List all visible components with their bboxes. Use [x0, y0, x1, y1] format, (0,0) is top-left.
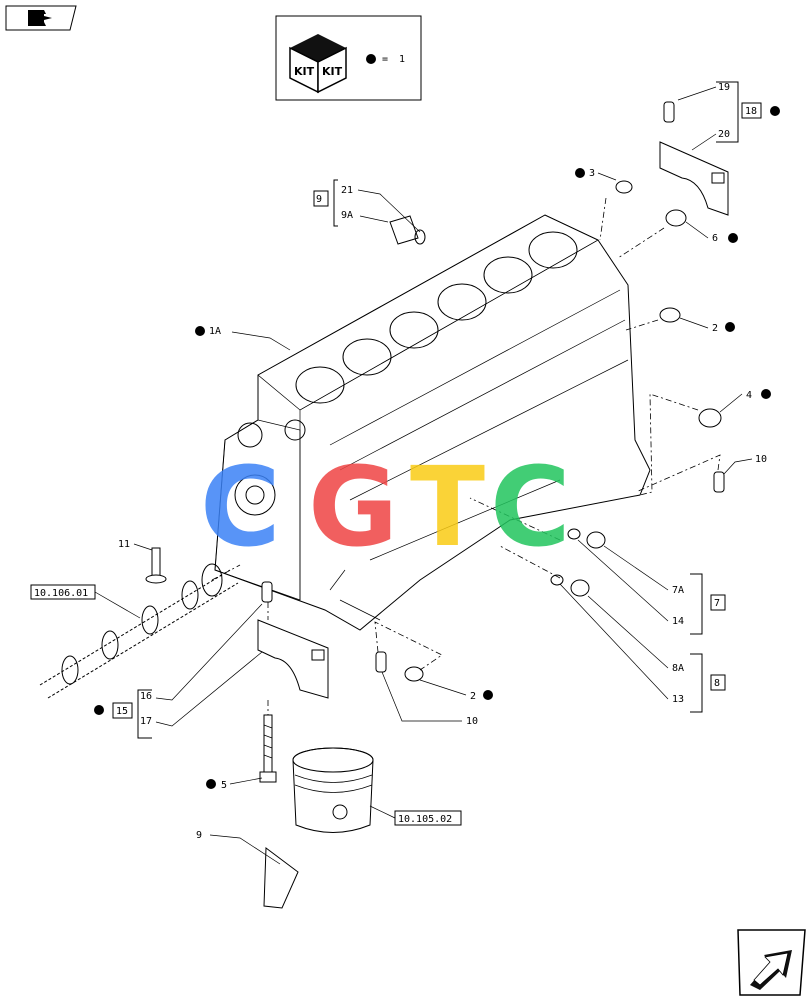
callout-15-group[interactable]: 15 16 17 [94, 603, 263, 739]
svg-text:10: 10 [466, 716, 478, 727]
callout-9-group[interactable]: 9 21 9A [313, 179, 421, 233]
assembly-lines [211, 197, 721, 715]
kit-number: 1 [399, 54, 405, 65]
watermark-letter: T [410, 443, 485, 571]
svg-text:3: 3 [589, 168, 595, 179]
kit-label-left: KIT [294, 65, 315, 78]
callout-11[interactable]: 11 [118, 539, 153, 551]
next-page-arrow-icon [750, 950, 792, 990]
callout-10-upper[interactable]: 10 [723, 454, 767, 475]
kit-bullet [366, 54, 376, 64]
svg-text:9: 9 [196, 830, 202, 841]
engine-block [214, 214, 651, 631]
ref-10-105-02[interactable]: 10.105.02 [369, 805, 462, 826]
callout-7A: 7A [672, 585, 684, 596]
callout-16: 16 [140, 691, 152, 702]
callout-2-lower[interactable]: 2 [419, 679, 493, 702]
callout-21: 21 [341, 185, 353, 196]
book-arrow-icon [28, 10, 56, 26]
callout-10-lower[interactable]: 10 [381, 671, 478, 727]
ref-10-106-01[interactable]: 10.106.01 [30, 584, 141, 619]
svg-text:10.105.02: 10.105.02 [398, 814, 452, 825]
callout-1A[interactable]: 1A [195, 326, 291, 351]
callout-20: 20 [718, 129, 730, 140]
callout-5[interactable]: 5 [206, 777, 263, 791]
callout-15: 15 [116, 706, 128, 717]
callout-6[interactable]: 6 [685, 221, 738, 244]
watermark-letter: G [308, 443, 398, 571]
kit-equals: = [382, 54, 388, 65]
watermark-letter: C [200, 443, 281, 571]
callout-9A: 9A [341, 210, 353, 221]
svg-text:5: 5 [221, 780, 227, 791]
callout-9-lower[interactable]: 9 [196, 830, 281, 865]
svg-text:10.106.01: 10.106.01 [34, 588, 88, 599]
svg-text:11: 11 [118, 539, 130, 550]
main-bearing-cap-upper [659, 141, 729, 216]
svg-text:2: 2 [712, 323, 718, 334]
watermark: C G T C [200, 443, 571, 571]
kit-icon: KIT KIT [289, 34, 347, 94]
callout-18-group[interactable]: 19 20 18 [677, 81, 780, 151]
cylinder-bores [295, 231, 578, 404]
callout-7: 7 [714, 598, 720, 609]
svg-text:1A: 1A [209, 326, 221, 337]
callout-17: 17 [140, 716, 152, 727]
callout-8-group[interactable]: 8A 13 8 [559, 583, 726, 713]
svg-text:2: 2 [470, 691, 476, 702]
callout-8: 8 [714, 678, 720, 689]
callout-18: 18 [745, 106, 757, 117]
callout-19: 19 [718, 82, 730, 93]
svg-text:4: 4 [746, 390, 752, 401]
kit-legend: KIT KIT = 1 [275, 15, 422, 101]
svg-text:10: 10 [755, 454, 767, 465]
bolt [259, 714, 277, 783]
piston [292, 747, 374, 833]
callout-14: 14 [672, 616, 684, 627]
callout-3[interactable]: 3 [575, 168, 617, 181]
watermark-letter: C [490, 443, 571, 571]
callout-4[interactable]: 4 [719, 389, 771, 413]
main-bearing-cap-lower [257, 619, 329, 699]
callout-9: 9 [316, 194, 322, 205]
camshaft [39, 563, 239, 699]
kit-label-right: KIT [322, 65, 343, 78]
back-to-index-button[interactable] [5, 5, 77, 31]
svg-text:6: 6 [712, 233, 718, 244]
callout-13: 13 [672, 694, 684, 705]
next-page-button[interactable] [737, 929, 806, 996]
callout-8A: 8A [672, 663, 684, 674]
callout-2-upper[interactable]: 2 [679, 317, 735, 334]
callout-7-group[interactable]: 7A 14 7 [577, 539, 726, 635]
